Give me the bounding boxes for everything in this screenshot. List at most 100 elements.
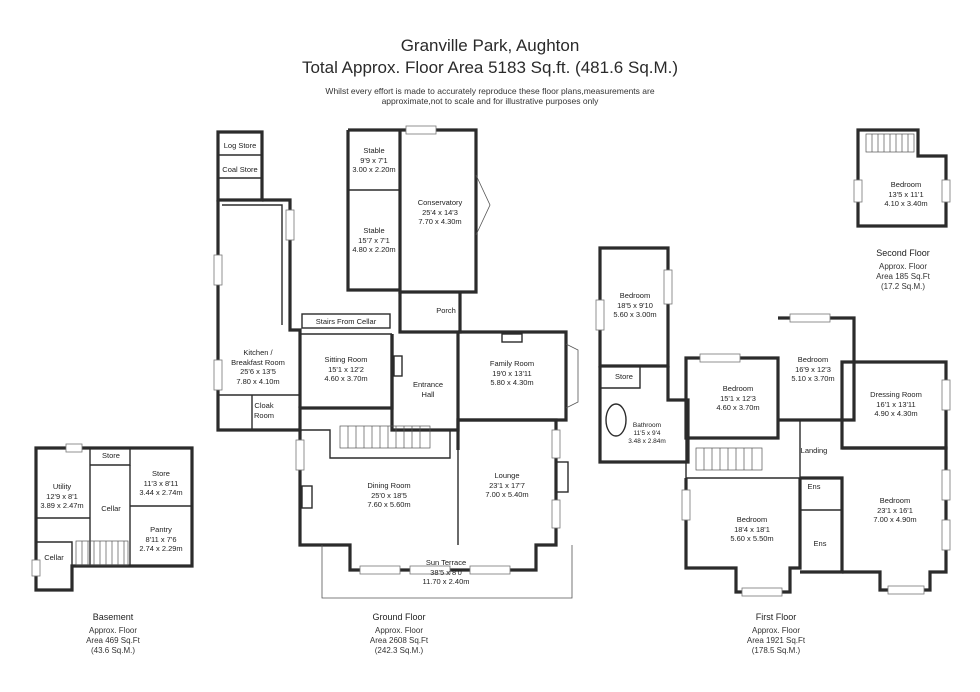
- room-name: Conservatory: [417, 198, 463, 207]
- room-stable-1: Stable 9'9 x 7'1 3.00 x 2.20m: [352, 146, 395, 175]
- floor-name: Ground Floor: [372, 612, 426, 622]
- floor-area-line-1: Approx. Floor: [374, 626, 424, 635]
- room-name: Bedroom: [722, 384, 754, 393]
- room-dressing: Dressing Room 16'1 x 13'11 4.90 x 4.30m: [870, 390, 922, 419]
- room-name: Lounge: [494, 471, 520, 480]
- room-landing: Landing: [801, 446, 828, 456]
- room-name: Bedroom: [619, 291, 651, 300]
- floor-area-line-1: Approx. Floor: [878, 262, 928, 271]
- room-stable-2: Stable 15'7 x 7'1 4.80 x 2.20m: [352, 226, 395, 255]
- room-name: Bedroom: [879, 496, 911, 505]
- room-dims-metric: 7.70 x 4.30m: [418, 217, 462, 226]
- room-name: Sun Terrace: [425, 558, 467, 567]
- room-dims-imperial: 25'4 x 14'3: [422, 207, 458, 217]
- floor-area-line-2: Area 469 Sq.Ft: [86, 636, 140, 645]
- room-name: Dressing Room: [870, 390, 922, 399]
- room-dims-metric: 5.80 x 4.30m: [490, 378, 534, 387]
- plan-subtitle: Total Approx. Floor Area 5183 Sq.ft. (48…: [301, 58, 679, 77]
- plan-title: Granville Park, Aughton: [400, 36, 580, 55]
- room-name-line-2: Hall: [421, 389, 435, 399]
- room-name: Dining Room: [367, 481, 411, 490]
- room-name: Log Store: [223, 141, 257, 150]
- room-name: Cloak: [254, 401, 274, 410]
- room-name: Store: [102, 451, 120, 460]
- room-name: Pantry: [150, 525, 172, 534]
- disclaimer-line-2: approximate,not to scale and for illustr…: [381, 96, 599, 106]
- room-dims-imperial: 15'7 x 7'1: [358, 235, 390, 245]
- room-dims-imperial: 19'0 x 13'11: [492, 368, 532, 378]
- room-name: Bedroom: [797, 355, 829, 364]
- room-name: Kitchen /: [243, 348, 273, 357]
- basement-plan: [31, 443, 194, 592]
- room-basement-cellar: Cellar: [101, 504, 121, 514]
- floor-name: Second Floor: [876, 248, 930, 258]
- room-dims-imperial: 12'9 x 8'1: [46, 491, 78, 501]
- room-name: Bathroom: [632, 422, 662, 429]
- room-name-line-2: Breakfast Room: [231, 357, 285, 367]
- first-floor-plan: [595, 246, 951, 597]
- room-pantry: Pantry 8'11 x 7'6 2.74 x 2.29m: [139, 525, 182, 554]
- room-dims-metric: 3.48 x 2.84m: [628, 438, 666, 445]
- room-utility: Utility 12'9 x 8'1 3.89 x 2.47m: [40, 482, 83, 511]
- room-ensuite-1: Ens: [808, 482, 821, 492]
- floor-area-line-2: Area 185 Sq.Ft: [876, 272, 930, 281]
- room-dims-imperial: 9'9 x 7'1: [360, 155, 388, 165]
- first-floor-caption: First Floor Approx. Floor Area 1921 Sq.F…: [747, 612, 805, 656]
- room-bathroom: Bathroom 11'5 x 9'4 3.48 x 2.84m: [628, 422, 666, 446]
- room-name: Ens: [813, 539, 827, 548]
- room-name: Utility: [52, 482, 72, 491]
- room-basement-store: Store: [102, 451, 120, 461]
- room-dims-metric: 5.10 x 3.70m: [791, 374, 835, 383]
- room-sun-terrace: Sun Terrace 38'5 x 8'0 11.70 x 2.40m: [423, 558, 470, 587]
- room-name: Family Room: [489, 359, 535, 368]
- room-name: Porch: [436, 306, 456, 315]
- room-dims-metric: 7.00 x 5.40m: [485, 490, 529, 499]
- room-dims-imperial: 18'5 x 9'10: [617, 300, 653, 310]
- room-name-line-2: Room: [253, 410, 275, 420]
- room-dims-metric: 7.00 x 4.90m: [873, 515, 917, 524]
- room-name: Store: [152, 469, 170, 478]
- room-dims-imperial: 8'11 x 7'6: [145, 534, 177, 544]
- room-name: Bedroom: [890, 180, 922, 189]
- room-dims-imperial: 18'4 x 18'1: [734, 524, 770, 534]
- room-dims-metric: 4.60 x 3.70m: [324, 374, 368, 383]
- floor-area-line-1: Approx. Floor: [88, 626, 138, 635]
- room-dims-metric: 5.60 x 3.00m: [613, 310, 657, 319]
- room-stairs-from-cellar: Stairs From Cellar: [316, 317, 376, 327]
- room-name: Store: [615, 372, 633, 381]
- room-name: Cellar: [44, 553, 64, 562]
- room-cloak: Cloak Room: [254, 401, 274, 420]
- room-name: Sitting Room: [324, 355, 368, 364]
- floor-area-line-2: Area 1921 Sq.Ft: [746, 636, 806, 645]
- room-dims-metric: 3.89 x 2.47m: [40, 501, 84, 510]
- second-floor-plan: [853, 128, 951, 228]
- floor-area-line-1: Approx. Floor: [751, 626, 801, 635]
- room-name: Entrance: [412, 380, 444, 389]
- room-dims-imperial: 23'1 x 17'7: [489, 480, 525, 490]
- room-dims-metric: 4.10 x 3.40m: [884, 199, 928, 208]
- room-dims-metric: 4.60 x 3.70m: [716, 403, 760, 412]
- room-lounge: Lounge 23'1 x 17'7 7.00 x 5.40m: [485, 471, 528, 500]
- room-basement-cellar-2: Cellar: [44, 553, 64, 563]
- room-name: Ens: [807, 482, 821, 491]
- room-name: Cellar: [101, 504, 121, 513]
- room-dining: Dining Room 25'0 x 18'5 7.60 x 5.60m: [367, 481, 410, 510]
- disclaimer: Whilst every effort is made to accuratel…: [290, 86, 690, 106]
- room-dims-metric: 5.60 x 5.50m: [730, 534, 774, 543]
- room-sitting: Sitting Room 15'1 x 12'2 4.60 x 3.70m: [324, 355, 367, 384]
- room-porch: Porch: [436, 306, 456, 316]
- room-dims-metric: 3.00 x 2.20m: [352, 165, 396, 174]
- floor-area-line-2: Area 2608 Sq.Ft: [369, 636, 429, 645]
- room-second-bedroom: Bedroom 13'5 x 11'1 4.10 x 3.40m: [884, 180, 927, 209]
- room-dims-metric: 4.80 x 2.20m: [352, 245, 396, 254]
- room-first-bedroom-1: Bedroom 18'5 x 9'10 5.60 x 3.00m: [613, 291, 656, 320]
- room-conservatory: Conservatory 25'4 x 14'3 7.70 x 4.30m: [418, 198, 463, 227]
- room-dims-metric: 4.90 x 4.30m: [874, 409, 918, 418]
- room-ensuite-2: Ens: [814, 539, 827, 549]
- floor-area-line-3: (43.6 Sq.M.): [90, 646, 135, 655]
- room-dims-imperial: 23'1 x 16'1: [877, 505, 913, 515]
- room-dims-imperial: 15'1 x 12'3: [720, 393, 756, 403]
- room-dims-imperial: 13'5 x 11'1: [888, 189, 924, 199]
- room-dims-imperial: 38'5 x 8'0: [430, 567, 462, 577]
- room-name: Stairs From Cellar: [315, 317, 377, 326]
